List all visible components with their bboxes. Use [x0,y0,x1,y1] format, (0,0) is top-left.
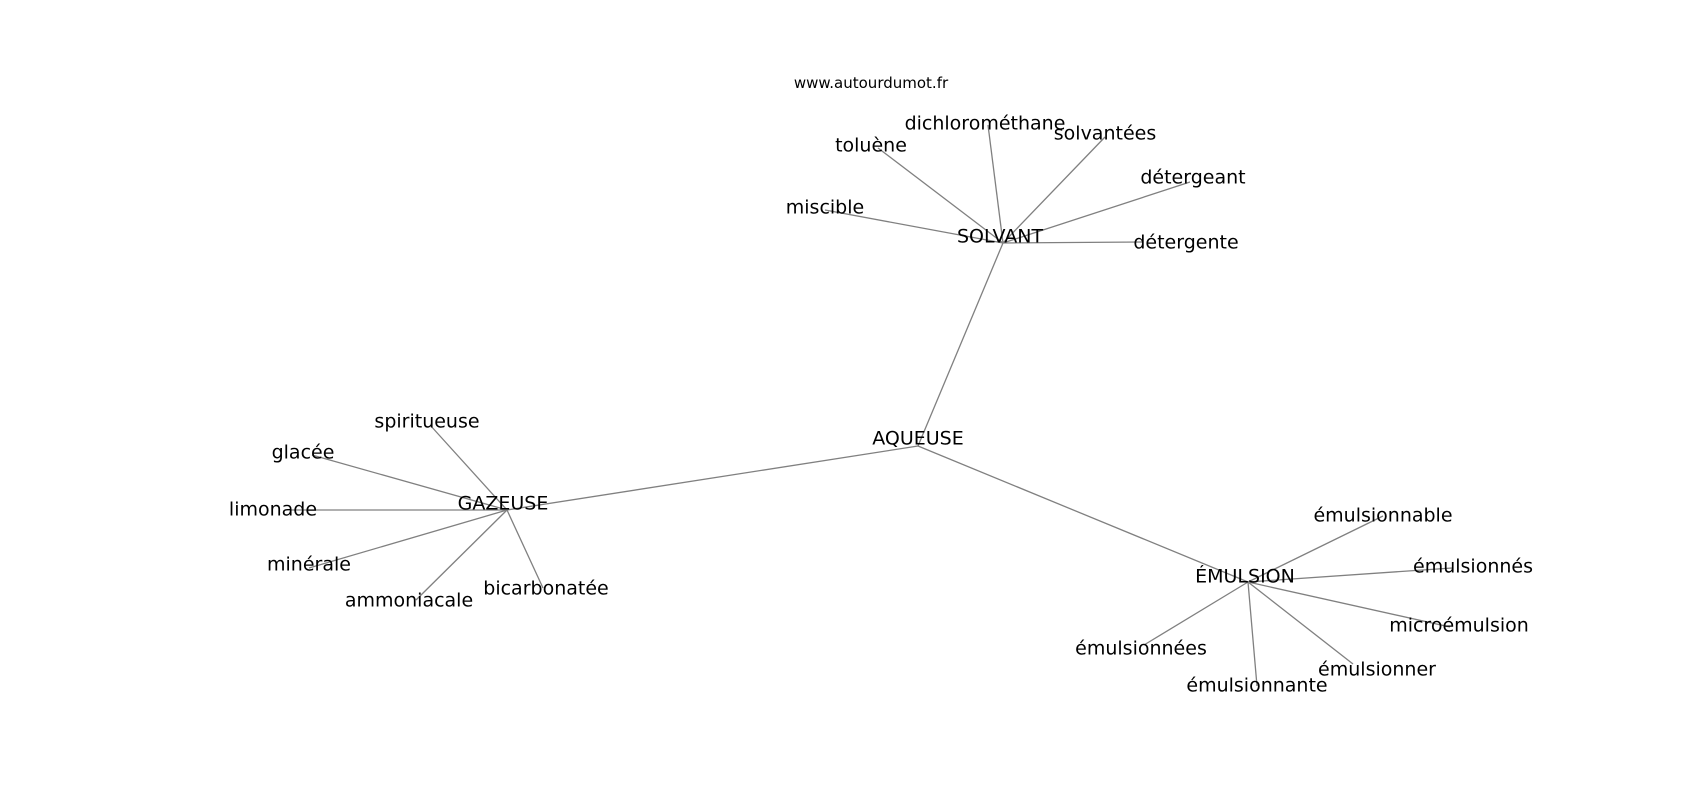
node-label-dichloromethane[interactable]: dichlorométhane [905,113,1066,135]
edges-layer [290,124,1453,687]
node-label-emulsionnante[interactable]: émulsionnante [1186,675,1327,697]
node-label-microemulsion[interactable]: microémulsion [1389,615,1529,637]
edge-gazeuse-bicarbonatee [506,509,544,589]
edge-emulsion-microemulsion [1247,581,1451,628]
edge-emulsion-emulsionner [1247,581,1354,665]
node-label-toluene[interactable]: toluène [835,135,907,157]
node-label-spiritueuse[interactable]: spiritueuse [374,411,479,433]
node-label-bicarbonatee[interactable]: bicarbonatée [483,578,608,600]
edge-solvant-dichloromethane [987,124,1004,244]
edge-solvant-miscible [824,209,1004,244]
labels-layer: AQUEUSE SOLVANT GAZEUSE ÉMULSION toluènedich… [229,113,1533,697]
edge-aqueuse-solvant [917,242,1004,447]
node-label-glacee[interactable]: glacée [272,442,335,464]
edge-aqueuse-gazeuse [506,445,919,511]
edge-solvant-detergente [1002,241,1144,244]
edge-emulsion-emulsionnante [1247,581,1258,687]
node-label-solvant[interactable]: SOLVANT [957,226,1044,248]
edge-emulsion-emulsionnees [1143,581,1249,646]
node-label-solvantees[interactable]: solvantées [1054,123,1156,145]
node-label-limonade[interactable]: limonade [229,499,317,521]
node-label-minerale[interactable]: minérale [267,554,351,576]
node-label-emulsionnees[interactable]: émulsionnées [1075,638,1207,660]
node-label-emulsionnes[interactable]: émulsionnés [1413,556,1533,578]
watermark-text: www.autourdumot.fr [794,74,949,92]
node-label-detergeant[interactable]: détergeant [1140,167,1245,189]
node-label-emulsion[interactable]: ÉMULSION [1195,565,1295,588]
edge-gazeuse-spiritueuse [429,424,508,511]
node-label-detergente[interactable]: détergente [1133,232,1238,254]
node-label-gazeuse[interactable]: GAZEUSE [458,493,549,515]
edge-aqueuse-emulsion [917,445,1249,583]
node-label-miscible[interactable]: miscible [786,197,864,219]
edge-gazeuse-ammoniacale [415,509,508,601]
node-label-ammoniacale[interactable]: ammoniacale [345,590,473,612]
edge-gazeuse-glacee [311,454,508,511]
edge-emulsion-emulsionnable [1247,515,1384,583]
edge-solvant-solvantees [1002,136,1106,244]
edge-emulsion-emulsionnes [1247,567,1453,583]
edge-solvant-toluene [877,147,1004,244]
node-label-emulsionner[interactable]: émulsionner [1318,659,1436,681]
edge-gazeuse-minerale [308,509,508,569]
node-label-emulsionnable[interactable]: émulsionnable [1313,505,1452,527]
node-label-aqueuse[interactable]: AQUEUSE [872,428,964,450]
edge-solvant-detergeant [1002,181,1191,244]
